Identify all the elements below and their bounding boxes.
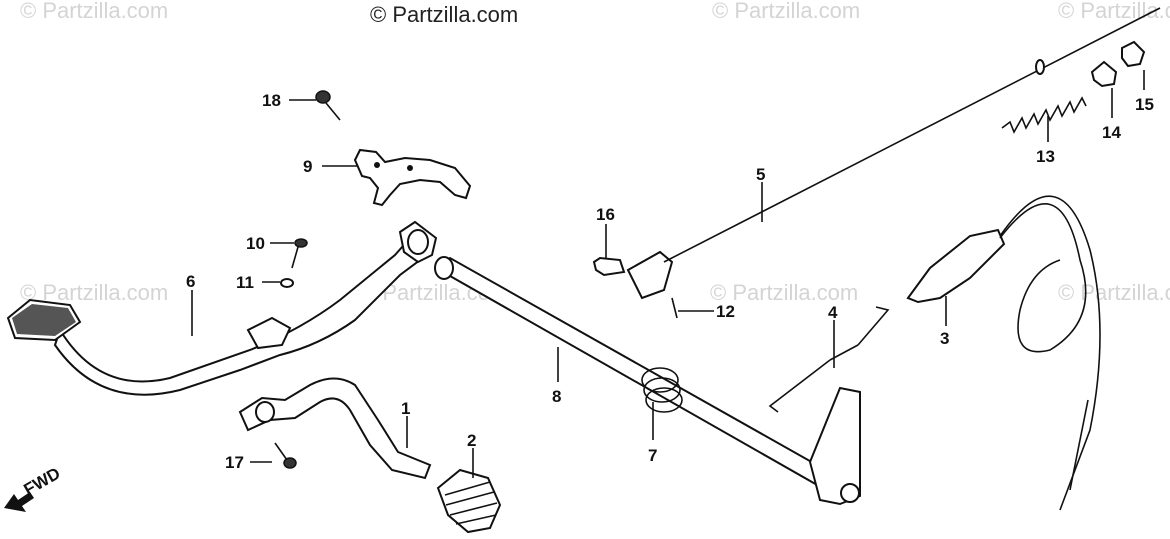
part-13-spring	[1001, 96, 1087, 134]
callout-8: 8	[552, 387, 561, 406]
callout-9: 9	[303, 157, 312, 176]
callout-17: 17	[225, 453, 244, 472]
callout-1: 1	[401, 399, 410, 418]
callout-16: 16	[596, 205, 615, 224]
watermark-6: © Partzilla.com	[710, 280, 858, 305]
callout-11: 11	[236, 273, 254, 292]
part-10-bolt	[291, 238, 308, 269]
part-5-rod	[626, 7, 1161, 300]
watermarks: © Partzilla.com © Partzilla.com © Partzi…	[20, 0, 1170, 305]
callout-15: 15	[1135, 95, 1154, 114]
fwd-indicator: FWD	[4, 464, 64, 512]
callout-6: 6	[186, 272, 195, 291]
part-4-spring	[768, 306, 890, 413]
part-7-spring	[641, 367, 683, 413]
part-16-bolt	[592, 256, 626, 277]
watermark-top: © Partzilla.com	[370, 2, 518, 27]
part-1-arm	[238, 377, 432, 480]
callout-3: 3	[940, 329, 949, 348]
part-3-switch	[906, 195, 1101, 511]
part-2-rubber-grip	[436, 468, 502, 534]
callout-numbers: 18 9 10 11 6 17 1 2 8 7 4 5 16 12 3 13 1…	[186, 91, 1154, 472]
watermark-2: © Partzilla.com	[712, 0, 860, 23]
callout-12: 12	[716, 302, 735, 321]
watermark-7: © Partzilla.com	[1058, 280, 1170, 305]
callout-18: 18	[262, 91, 281, 110]
leader-lines	[191, 70, 1145, 478]
part-11-washer	[280, 278, 294, 288]
callout-14: 14	[1102, 123, 1121, 142]
callout-7: 7	[648, 446, 657, 465]
brake-arm	[808, 386, 861, 506]
callout-13: 13	[1036, 147, 1055, 166]
part-14-clip	[1090, 60, 1118, 88]
callout-5: 5	[756, 165, 765, 184]
part-17-bolt	[274, 442, 297, 469]
part-6-brake-pedal	[6, 220, 438, 396]
part-12-pin	[671, 297, 678, 319]
callout-4: 4	[828, 303, 838, 322]
part-9-bracket	[353, 148, 472, 207]
part-15-nut	[1121, 40, 1146, 68]
callout-2: 2	[467, 431, 476, 450]
part-18-bolt	[315, 90, 341, 121]
callout-10: 10	[246, 234, 265, 253]
fwd-label: FWD	[21, 464, 64, 500]
watermark-1: © Partzilla.com	[20, 0, 168, 23]
